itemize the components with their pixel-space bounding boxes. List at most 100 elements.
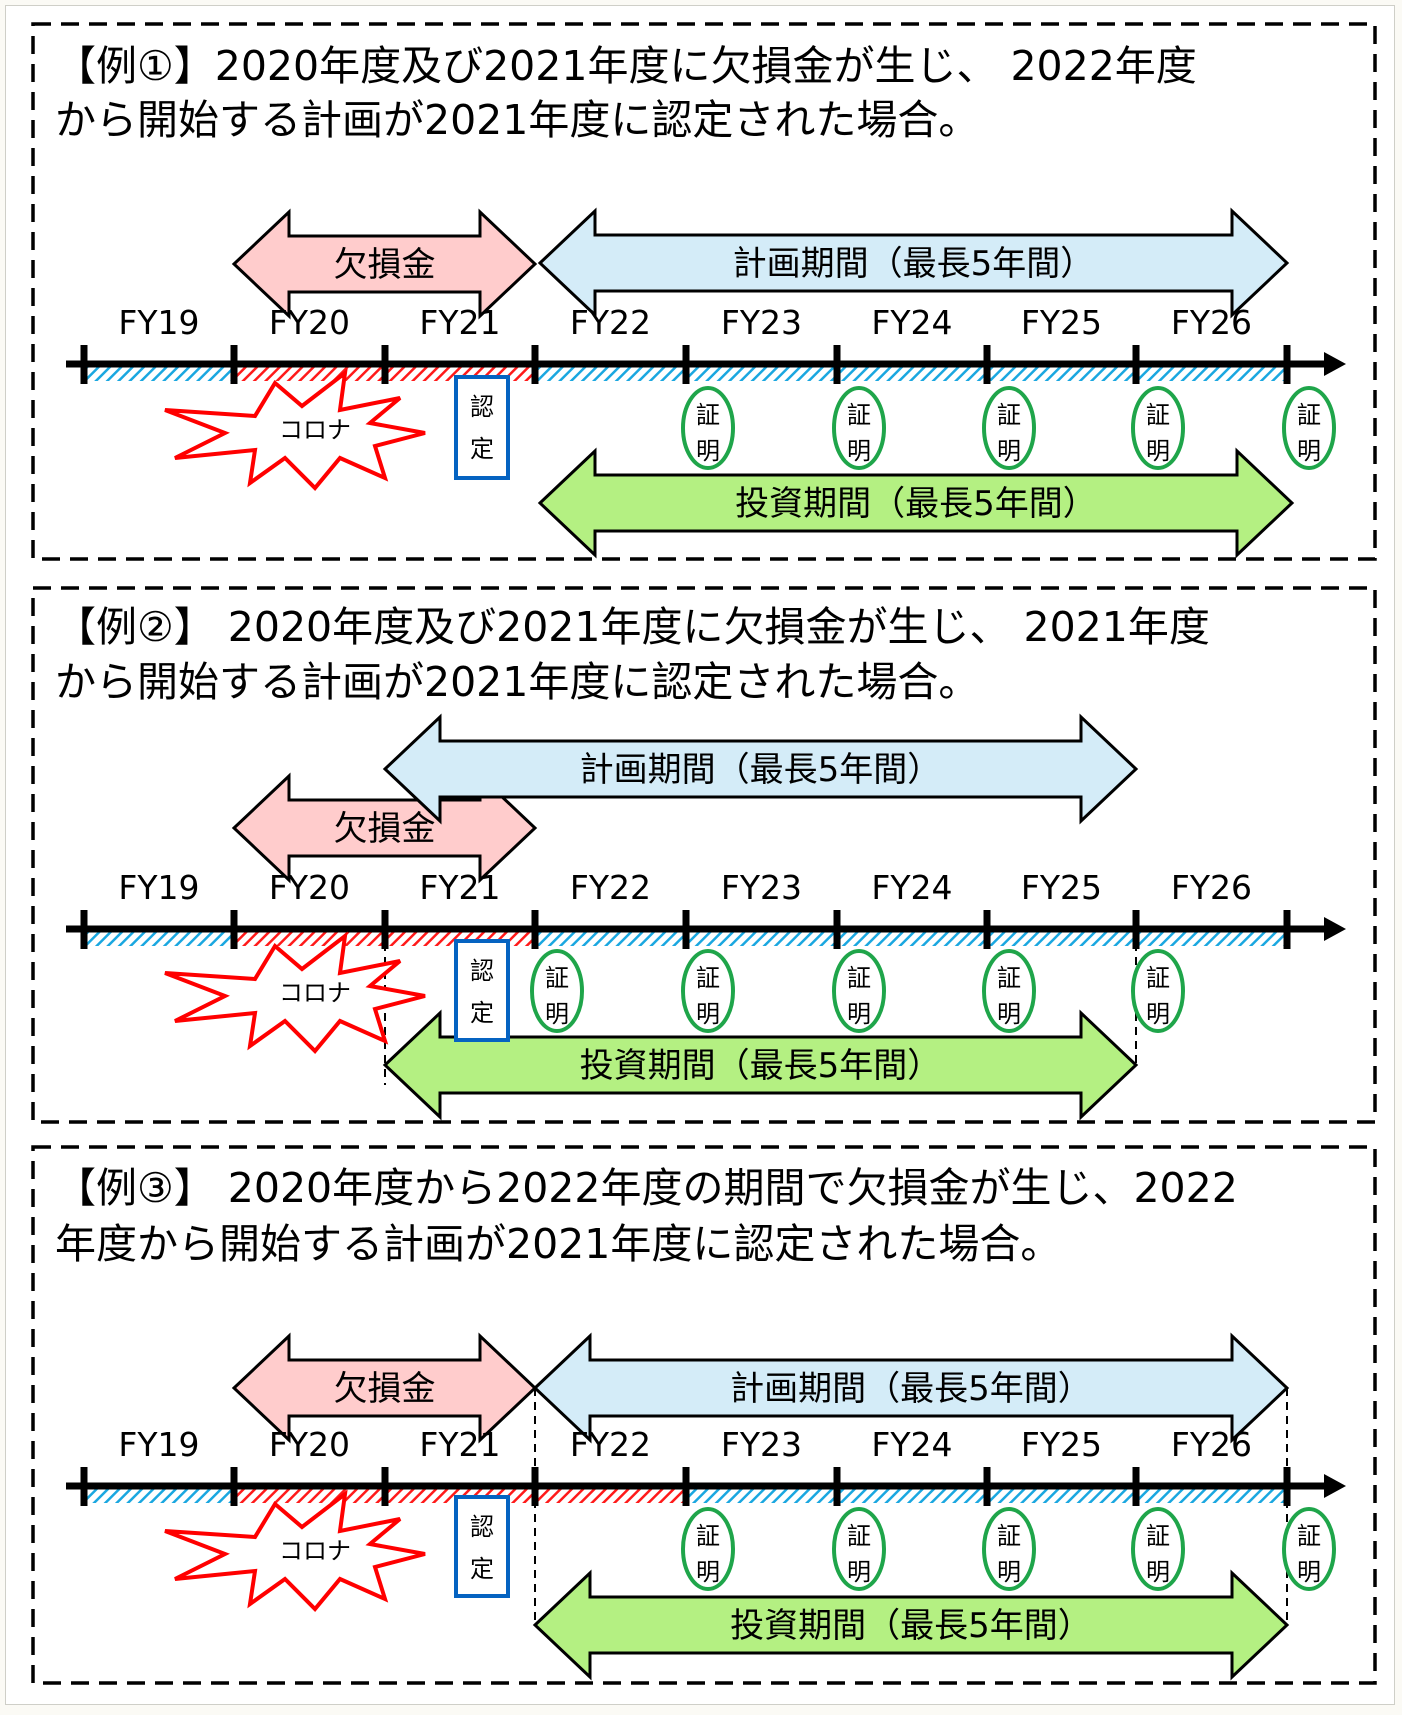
- proof-char: 証: [847, 964, 871, 992]
- proof-char: 証: [1297, 1522, 1321, 1550]
- loss-arrow-label: 欠損金: [334, 809, 436, 849]
- proof-char: 明: [997, 437, 1021, 465]
- corona-burst: コロナ: [164, 1489, 426, 1612]
- certification-char: 定: [470, 435, 494, 463]
- example-frame: [31, 1145, 1377, 1685]
- fiscal-year-label: FY20: [269, 1425, 350, 1464]
- proof-char: 明: [847, 1000, 871, 1028]
- fiscal-year-label: FY26: [1171, 303, 1252, 342]
- corona-label: コロナ: [279, 1537, 351, 1565]
- proof-marker: 証明: [1131, 949, 1185, 1033]
- proof-ellipse: [832, 949, 886, 1033]
- normal-year-band: [987, 1489, 1136, 1503]
- plan-period-arrow: 計画期間（最長5年間）: [532, 1332, 1290, 1444]
- starburst-shape: [164, 1489, 426, 1612]
- proof-marker: 証明: [1131, 1507, 1185, 1591]
- proof-ellipse: [982, 386, 1036, 470]
- timeline-arrowhead-icon: [1324, 352, 1346, 376]
- proof-marker: 証明: [982, 1507, 1036, 1591]
- proof-char: 明: [1146, 437, 1170, 465]
- corona-label: コロナ: [279, 416, 351, 444]
- proof-char: 証: [545, 964, 569, 992]
- loss-arrow: 欠損金: [231, 772, 538, 884]
- proof-ellipse: [530, 949, 584, 1033]
- proof-ellipse: [1282, 1507, 1336, 1591]
- normal-year-band: [535, 367, 686, 381]
- proof-char: 明: [696, 437, 720, 465]
- example-title-line: 【例②】 2020年度及び2021年度に欠損金が生じ、 2021年度: [55, 603, 1210, 651]
- loss-year-band: [234, 367, 385, 381]
- proof-marker: 証明: [832, 949, 886, 1033]
- starburst-shape: [164, 368, 426, 491]
- plan-period-arrow-shape: [537, 207, 1290, 319]
- loss-year-band: [234, 1489, 385, 1503]
- proof-char: 明: [847, 437, 871, 465]
- timeline-arrowhead-icon: [1324, 1474, 1346, 1498]
- normal-year-band: [1136, 367, 1287, 381]
- proof-ellipse: [1131, 949, 1185, 1033]
- fiscal-year-label: FY25: [1021, 1425, 1102, 1464]
- timeline-arrowhead-icon: [1324, 917, 1346, 941]
- fiscal-year-label: FY22: [570, 1425, 651, 1464]
- loss-arrow-shape: [231, 208, 538, 320]
- example-title-line: から開始する計画が2021年度に認定された場合。: [55, 658, 979, 706]
- proof-char: 証: [696, 1522, 720, 1550]
- proof-char: 明: [696, 1000, 720, 1028]
- plan-period-arrow: 計画期間（最長5年間）: [537, 207, 1290, 319]
- certification-box: [454, 939, 510, 1042]
- certification-box: [454, 1495, 510, 1598]
- normal-year-band: [84, 1489, 234, 1503]
- loss-arrow: 欠損金: [231, 208, 538, 320]
- investment-period-arrow: 投資期間（最長5年間）: [382, 1009, 1139, 1121]
- fiscal-year-label: FY20: [269, 303, 350, 342]
- proof-char: 証: [997, 401, 1021, 429]
- certification-char: 定: [470, 1555, 494, 1583]
- fiscal-year-label: FY23: [721, 868, 802, 907]
- fiscal-year-label: FY19: [118, 303, 199, 342]
- proof-char: 証: [997, 964, 1021, 992]
- fiscal-year-label: FY19: [118, 868, 199, 907]
- proof-ellipse: [1282, 386, 1336, 470]
- starburst-shape: [164, 931, 426, 1054]
- normal-year-band: [987, 367, 1136, 381]
- loss-arrow-label: 欠損金: [334, 1369, 436, 1409]
- fiscal-year-label: FY26: [1171, 1425, 1252, 1464]
- proof-char: 明: [1297, 437, 1321, 465]
- investment-period-arrow-label: 投資期間（最長5年間）: [735, 484, 1097, 524]
- plan-period-arrow: 計画期間（最長5年間）: [382, 713, 1139, 825]
- example-title-line: 【例①】2020年度及び2021年度に欠損金が生じ、 2022年度: [55, 42, 1197, 90]
- fiscal-year-label: FY22: [570, 868, 651, 907]
- example-title-line: 年度から開始する計画が2021年度に認定された場合。: [55, 1220, 1061, 1268]
- proof-char: 明: [1146, 1558, 1170, 1586]
- corona-burst: コロナ: [164, 931, 426, 1054]
- proof-char: 証: [1146, 964, 1170, 992]
- proof-char: 証: [847, 401, 871, 429]
- investment-period-arrow: 投資期間（最長5年間）: [532, 1569, 1290, 1681]
- proof-char: 証: [696, 964, 720, 992]
- proof-char: 明: [545, 1000, 569, 1028]
- proof-marker: 証明: [982, 949, 1036, 1033]
- proof-ellipse: [982, 949, 1036, 1033]
- normal-year-band: [987, 932, 1136, 946]
- proof-char: 証: [1146, 401, 1170, 429]
- investment-period-arrow-shape: [382, 1009, 1139, 1121]
- proof-char: 証: [1146, 1522, 1170, 1550]
- example-frame: [31, 586, 1377, 1124]
- fiscal-year-label: FY24: [871, 1425, 952, 1464]
- proof-ellipse: [832, 1507, 886, 1591]
- proof-marker: 証明: [1131, 386, 1185, 470]
- corona-label: コロナ: [279, 979, 351, 1007]
- corona-burst: コロナ: [164, 368, 426, 491]
- certification-box: [454, 375, 510, 480]
- plan-period-arrow-shape: [382, 713, 1139, 825]
- example-frame: [31, 22, 1377, 561]
- fiscal-year-label: FY20: [269, 868, 350, 907]
- certification-char: 認: [470, 393, 494, 421]
- proof-char: 明: [997, 1000, 1021, 1028]
- certification-marker: 認定: [454, 939, 510, 1042]
- plan-period-arrow-shape: [532, 1332, 1290, 1444]
- normal-year-band: [84, 367, 234, 381]
- plan-period-arrow-label: 計画期間（最長5年間）: [730, 1369, 1092, 1409]
- loss-arrow-shape: [231, 772, 538, 884]
- proof-marker: 証明: [982, 386, 1036, 470]
